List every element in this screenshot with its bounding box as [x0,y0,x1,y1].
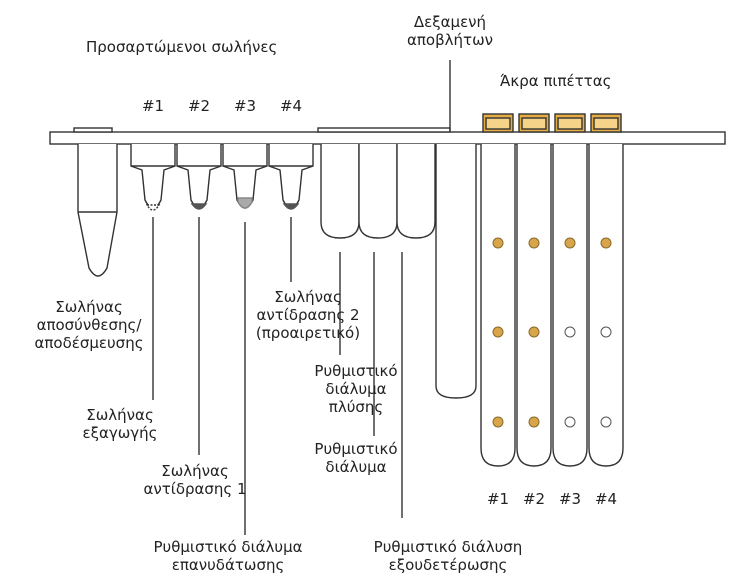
plate-ridge-middle [317,127,451,133]
label-waste-reservoir: Δεξαμενή αποβλήτων [406,13,494,49]
tip-dots [492,237,612,428]
buffer-well-3 [396,144,436,239]
tip-dot-r1-c4 [600,237,612,249]
tube-number-3: #3 [233,97,257,115]
pellet-tube-3 [237,197,253,209]
tip-tube-4 [588,144,624,467]
label-reaction-tube-1: Σωλήνας αντίδρασης 1 [143,462,247,498]
plate-ridge-left [73,127,113,133]
tip-number-3: #3 [558,490,582,508]
tube-number-1: #1 [141,97,165,115]
tip-dot-r1-c1 [492,237,504,249]
dissociation-tube [77,144,118,277]
label-reaction-tube-2: Σωλήνας αντίδρασης 2 (προαιρετικό) [255,288,361,342]
tip-tube-3 [552,144,588,467]
buffer-well-2 [358,144,398,239]
tube-number-4: #4 [279,97,303,115]
tube-number-2: #2 [187,97,211,115]
tip-dot-r3-c3 [564,416,576,428]
attached-tube-2 [176,144,222,209]
label-dissociation-tube: Σωλήνας αποσύνθεσης/ αποδέσμευσης [34,298,144,352]
pellet-tube-2 [190,203,208,210]
tip-dot-r3-c4 [600,416,612,428]
tip-dot-r3-c1 [492,416,504,428]
tip-tube-1 [480,144,516,467]
label-pipette-tips: Άκρα πιπέττας [500,72,612,90]
label-lysis-buffer: Ρυθμιστικό διάλυμα πλύσης [314,362,398,416]
tip-cap-4 [590,113,622,133]
attached-tube-4 [268,144,314,209]
tip-dot-r3-c2 [528,416,540,428]
tip-number-1: #1 [486,490,510,508]
tip-cap-3 [554,113,586,133]
label-buffer: Ρυθμιστικό διάλυμα [314,440,398,476]
label-extraction-tube: Σωλήνας εξαγωγής [82,406,158,442]
tip-cap-1 [482,113,514,133]
cartridge-plate [49,131,726,145]
tip-dot-r2-c1 [492,326,504,338]
label-attached-tubes: Προσαρτώμενοι σωλήνες [86,38,278,56]
tip-dot-r2-c3 [564,326,576,338]
pellet-tube-1 [145,204,161,211]
tip-dot-r2-c4 [600,326,612,338]
label-rehydration-buffer: Ρυθμιστικό διάλυμα επανυδάτωσης [153,538,303,574]
tip-dot-r1-c2 [528,237,540,249]
attached-tube-1 [130,144,176,209]
tip-tube-2 [516,144,552,467]
tip-number-2: #2 [522,490,546,508]
label-neutralization-buffer: Ρυθμιστικό διάλυση εξουδετέρωσης [373,538,523,574]
pellet-tube-4 [282,203,300,210]
buffer-well-1 [320,144,360,239]
tip-cap-2 [518,113,550,133]
waste-reservoir [435,144,477,399]
tip-dot-r2-c2 [528,326,540,338]
tip-dot-r1-c3 [564,237,576,249]
tip-number-4: #4 [594,490,618,508]
